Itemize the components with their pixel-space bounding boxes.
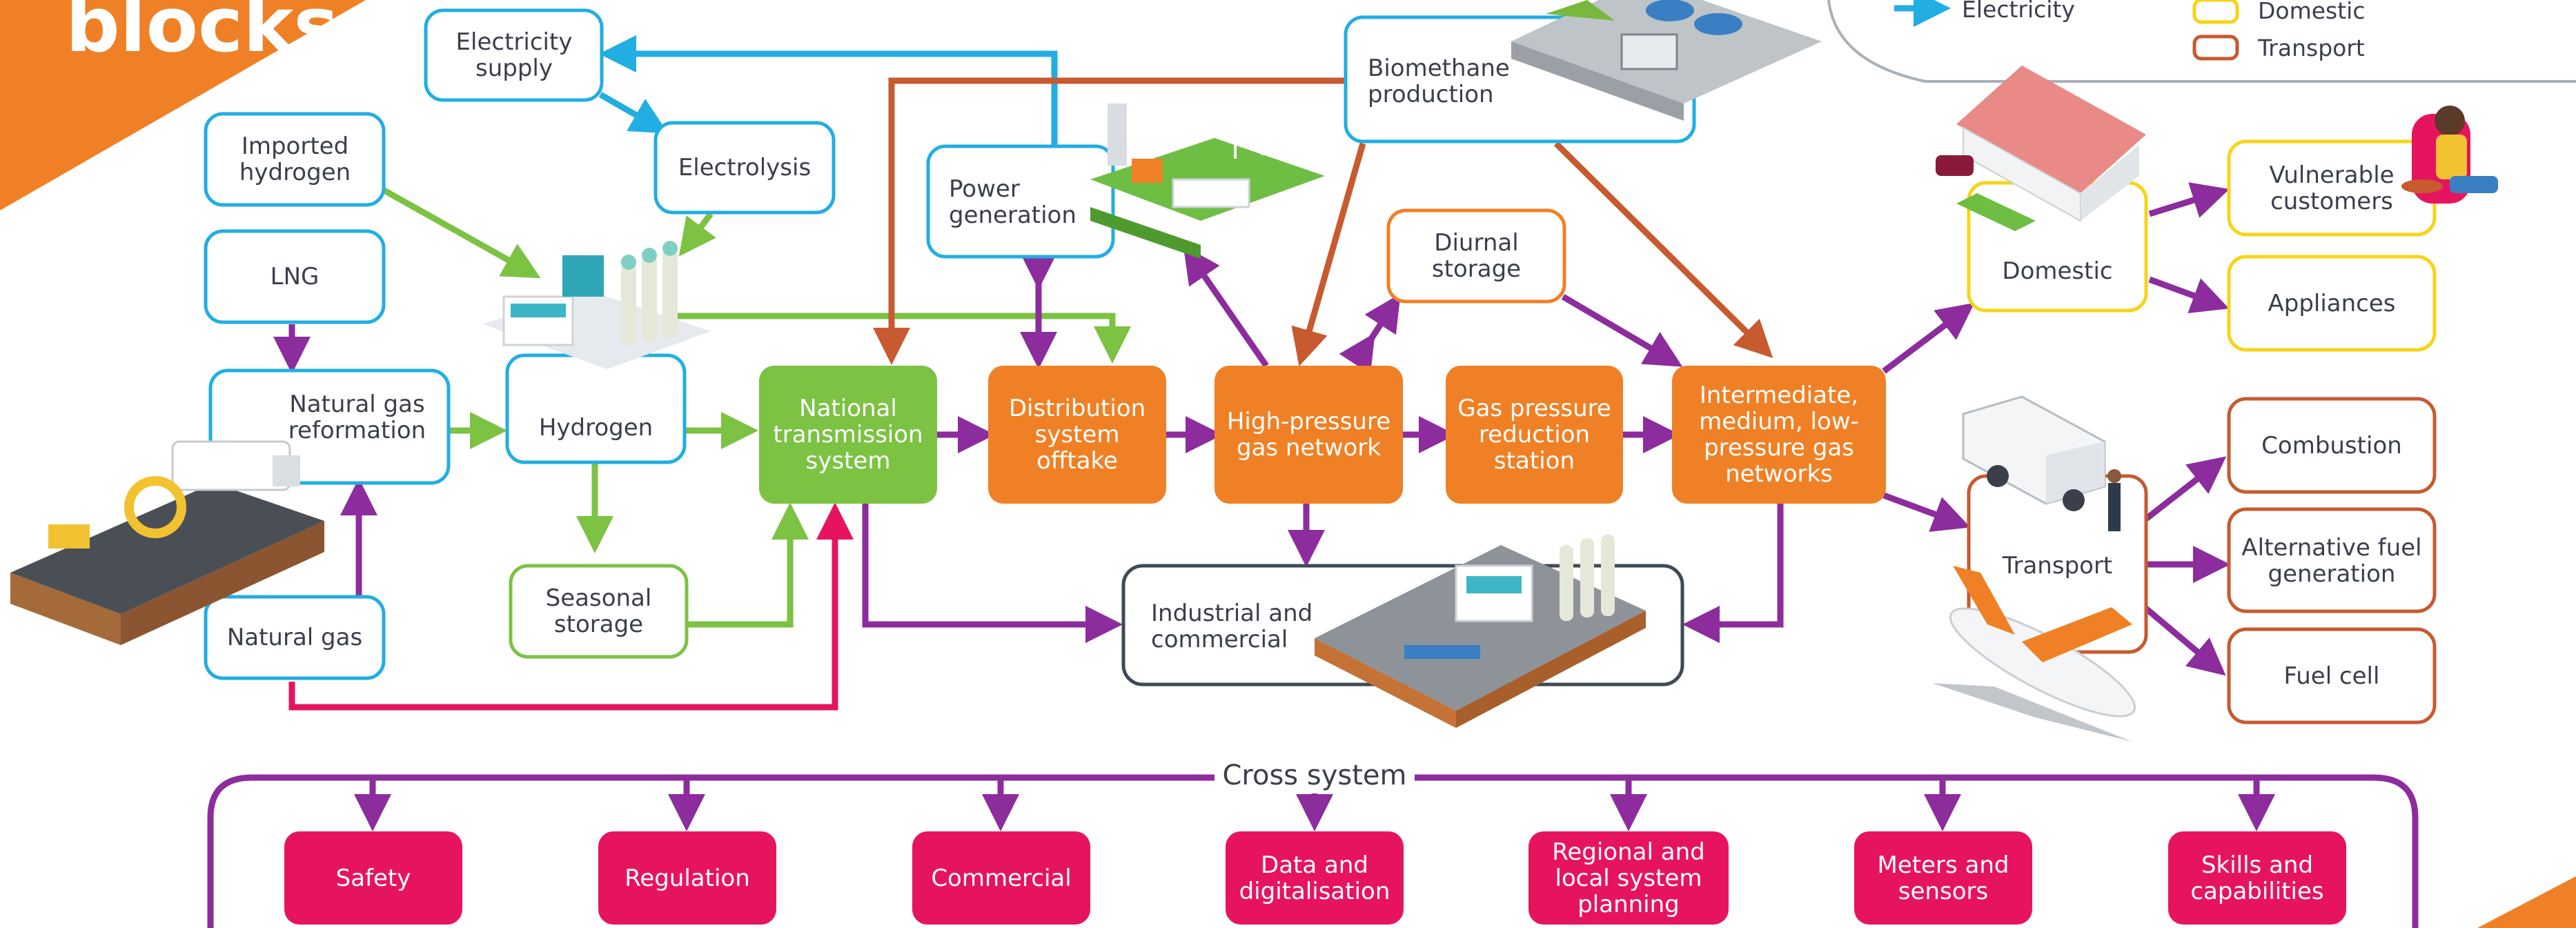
edge-natural-gas-to-nts — [288, 502, 854, 711]
edge-electricity-to-electrolysis — [598, 92, 669, 134]
node-intermediate: Intermediate, medium, low-pressure gas n… — [1699, 382, 1859, 488]
node-box-electricity-supply — [424, 8, 604, 102]
cross-box-1 — [284, 831, 462, 925]
legend-frame — [1827, 0, 2576, 83]
node-nts: National transmission system — [773, 395, 923, 475]
edge-biomethane-to-hp — [1291, 142, 1366, 366]
node-high-pressure: High-pressure gas network — [1226, 408, 1391, 462]
cross-item-regulation: Regulation — [625, 864, 750, 892]
node-box-seasonal-storage — [509, 564, 689, 659]
edge-intermediate-to-industrial — [1682, 504, 1784, 643]
node-combustion: Combustion — [2261, 431, 2402, 460]
edge-electrolysis-to-hydrogen — [678, 212, 716, 257]
corner-banner-bottom-right — [2477, 876, 2576, 928]
edge-intermediate-to-domestic — [1882, 302, 1975, 374]
node-box-nts — [759, 366, 937, 504]
edge-seasonal-to-nts — [687, 502, 809, 628]
node-box-power-generation — [926, 144, 1115, 259]
edge-transport-to-combustion — [2144, 456, 2227, 522]
legend-electricity-label: Electricity — [1962, 0, 2075, 23]
node-alt-fuel: Alternative fuel generation — [2241, 533, 2422, 588]
node-gprs: Gas pressure reduction station — [1457, 395, 1611, 475]
cross-item-planning: Regional and local system planning — [1552, 838, 1705, 918]
edge-biomethane-to-intermediate — [1553, 141, 1773, 358]
node-industrial: Industrial and commercial — [1151, 599, 1313, 653]
edge-domestic-to-vulnerable — [2148, 182, 2230, 218]
node-natural-gas: Natural gas — [226, 624, 363, 651]
cross-item-data: Data and digitalisation — [1239, 851, 1390, 905]
corner-banner-top-left — [0, 0, 366, 210]
node-box-gprs — [1446, 366, 1623, 504]
node-imported-hydrogen: Imported hydrogen — [239, 132, 351, 186]
pipeline-illustration — [10, 440, 324, 645]
edge-nts-to-industrial — [862, 504, 1123, 643]
edge-diurnal-to-intermediate — [1561, 294, 1683, 367]
cross-box-3 — [912, 831, 1090, 925]
cross-box-6 — [1854, 831, 2032, 925]
node-box-fuelcell — [2227, 627, 2437, 724]
node-seasonal-storage: Seasonal storage — [545, 584, 652, 638]
node-power-generation: Power generation — [949, 175, 1076, 229]
node-electrolysis: Electrolysis — [678, 153, 812, 181]
edge-imported-to-hydrogen — [381, 187, 541, 279]
cross-item-safety: Safety — [335, 864, 411, 892]
cross-item-meters: Meters and sensors — [1877, 851, 2009, 905]
edge-hp-diurnal-bidirectional — [1339, 293, 1401, 375]
edge-transport-to-fuelcell — [2144, 606, 2226, 676]
node-box-offtake — [988, 366, 1166, 504]
legend-transport-swatch — [2192, 34, 2239, 61]
house-illustration — [1936, 66, 2146, 231]
edge-hp-to-power — [1183, 245, 1269, 368]
edge-domestic-to-appliances — [2148, 276, 2230, 314]
cross-box-4 — [1226, 831, 1404, 925]
node-offtake: Distribution system offtake — [1008, 395, 1146, 475]
node-lng: LNG — [270, 262, 319, 290]
legend-domestic-label: Domestic — [2258, 0, 2366, 24]
cross-box-2 — [598, 831, 776, 925]
node-biomethane: Biomethane production — [1368, 54, 1510, 108]
node-box-lng — [204, 229, 386, 324]
edge-power-to-electricity — [599, 35, 1058, 145]
node-box-diurnal — [1386, 208, 1566, 304]
hydrogen-plant-illustration — [483, 241, 711, 369]
node-domestic: Domestic — [2002, 257, 2113, 285]
cross-item-commercial: Commercial — [931, 864, 1072, 892]
node-natural-gas-reformation: Natural gas reformation — [288, 391, 426, 444]
node-box-natural-gas — [204, 595, 386, 680]
industrial-illustration — [1315, 535, 1646, 728]
biomethane-illustration — [1511, 0, 1822, 121]
edge-hydrogen-to-offtake — [676, 313, 1131, 364]
cross-box-5 — [1528, 831, 1729, 925]
node-box-intermediate — [1672, 366, 1886, 504]
node-box-high-pressure — [1215, 366, 1403, 504]
cross-box-7 — [2168, 831, 2346, 925]
page-title: blocks — [66, 0, 339, 69]
van-illustration — [1962, 395, 2121, 531]
node-transport: Transport — [2002, 552, 2113, 580]
node-box-appliances — [2227, 255, 2437, 352]
legend-transport-label: Transport — [2258, 34, 2365, 61]
power-generation-illustration — [1090, 103, 1325, 259]
node-hydrogen: Hydrogen — [538, 414, 653, 442]
aeroplane-illustration — [1932, 566, 2136, 742]
node-electricity-supply: Electricity supply — [455, 28, 573, 82]
node-box-imported-hydrogen — [204, 112, 386, 207]
legend-domestic-swatch — [2192, 0, 2239, 24]
node-vulnerable: Vulnerable customers — [2269, 161, 2395, 215]
node-box-electrolysis — [653, 121, 836, 215]
node-box-altfuel — [2227, 507, 2437, 613]
vulnerable-person-illustration — [2401, 106, 2498, 204]
node-fuel-cell: Fuel cell — [2283, 662, 2380, 690]
cross-system-label: Cross system — [1215, 760, 1415, 791]
edge-biomethane-to-nts — [873, 77, 1349, 365]
node-diurnal-storage: Diurnal storage — [1431, 229, 1522, 283]
node-box-hydrogen — [505, 353, 687, 464]
cross-item-skills: Skills and capabilities — [2190, 851, 2324, 905]
node-box-combustion — [2227, 397, 2437, 494]
node-appliances: Appliances — [2268, 289, 2396, 317]
edge-intermediate-to-transport — [1882, 492, 1971, 532]
